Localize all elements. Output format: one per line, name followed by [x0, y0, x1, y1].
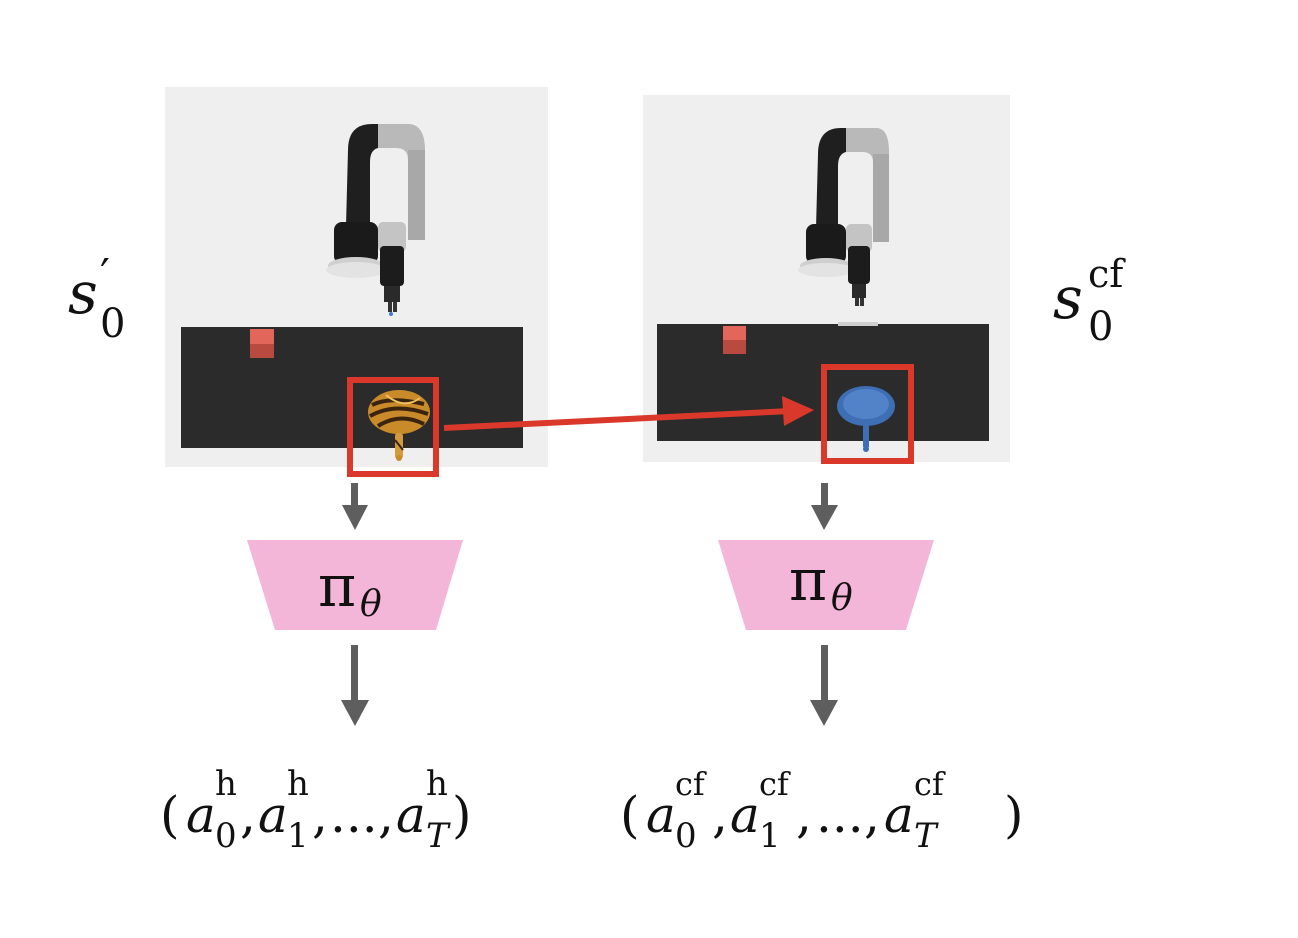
left-highlight-box	[347, 377, 439, 477]
left-robot-arm-icon	[326, 124, 425, 316]
left-action-T-superscript: h	[426, 764, 448, 804]
left-actions-ellipsis: ...	[330, 786, 378, 844]
right-arrow-to-policy-shaft	[821, 483, 828, 505]
right-policy-subscript: θ	[831, 578, 853, 619]
right-table-edge	[838, 322, 878, 326]
left-action-1-subscript: 1	[287, 816, 309, 856]
right-highlight-box	[821, 364, 914, 464]
left-actions-open-paren: (	[160, 786, 180, 844]
left-flow-arrows	[341, 483, 369, 726]
left-action-1-symbol: a	[258, 786, 288, 844]
left-action-0-superscript: h	[215, 764, 237, 804]
right-actions-comma-1: ,	[796, 786, 812, 844]
right-action-sequence: ( a cf 0 , a cf 1 , ... , a cf T )	[620, 765, 1024, 856]
right-actions-close-paren: )	[1004, 786, 1024, 844]
left-arrow-to-actions-head	[341, 700, 369, 726]
right-action-T-symbol: a	[884, 786, 914, 844]
left-action-1-superscript: h	[287, 764, 309, 804]
object-swap-arrow	[443, 396, 814, 431]
right-action-T-subscript: T	[914, 816, 939, 856]
left-cube-icon	[250, 329, 274, 358]
right-state-symbol: s	[1053, 264, 1083, 332]
right-blue-pan-icon	[837, 386, 895, 452]
right-action-1-subscript: 1	[759, 816, 781, 856]
right-action-0-superscript: cf	[675, 765, 707, 803]
right-policy-block: π θ	[718, 540, 934, 630]
right-action-0-symbol: a	[646, 786, 676, 844]
right-policy-symbol: π	[789, 546, 827, 614]
right-scene-image	[643, 95, 1010, 464]
left-policy-subscript: θ	[360, 584, 382, 625]
right-state-superscript: cf	[1088, 252, 1126, 296]
left-action-0-subscript: 0	[215, 816, 237, 856]
left-action-T-symbol: a	[396, 786, 426, 844]
right-action-T-superscript: cf	[914, 765, 946, 803]
left-patterned-pan-icon	[368, 390, 430, 461]
right-state-label: s cf 0	[1053, 252, 1126, 350]
left-policy-trapezoid	[247, 540, 463, 630]
left-policy-block: π θ	[247, 540, 463, 630]
right-robot-arm-icon	[798, 128, 889, 306]
right-cube-icon	[723, 326, 746, 354]
left-state-prime: ′	[100, 250, 110, 301]
left-actions-comma-2: ,	[378, 786, 394, 844]
left-scene-image	[165, 87, 548, 477]
left-arrow-to-policy-head	[342, 505, 368, 530]
left-state-label: s ′ 0	[68, 250, 125, 347]
left-state-subscript: 0	[100, 301, 125, 347]
right-arrow-to-actions-head	[810, 700, 838, 726]
right-actions-comma-2: ,	[864, 786, 880, 844]
left-arrow-to-actions-shaft	[351, 645, 358, 701]
left-action-0-symbol: a	[186, 786, 216, 844]
left-action-T-subscript: T	[426, 816, 451, 856]
left-policy-symbol: π	[318, 552, 356, 620]
left-actions-comma-1: ,	[312, 786, 328, 844]
left-actions-close-paren: )	[452, 786, 472, 844]
right-actions-comma-0: ,	[712, 786, 728, 844]
right-policy-trapezoid	[718, 540, 934, 630]
right-state-subscript: 0	[1088, 304, 1113, 350]
left-action-sequence: ( a h 0 , a h 1 , ... , a h T )	[160, 764, 472, 856]
right-action-1-symbol: a	[730, 786, 760, 844]
right-flow-arrows	[810, 483, 838, 726]
right-actions-open-paren: (	[620, 786, 640, 844]
left-state-symbol: s	[68, 259, 98, 327]
right-action-1-superscript: cf	[759, 765, 791, 803]
right-actions-ellipsis: ...	[816, 786, 864, 844]
right-arrow-to-actions-shaft	[821, 645, 828, 701]
left-arrow-to-policy-shaft	[351, 483, 358, 505]
right-action-0-subscript: 0	[675, 816, 697, 856]
right-arrow-to-policy-head	[811, 505, 838, 530]
left-actions-comma-0: ,	[240, 786, 256, 844]
